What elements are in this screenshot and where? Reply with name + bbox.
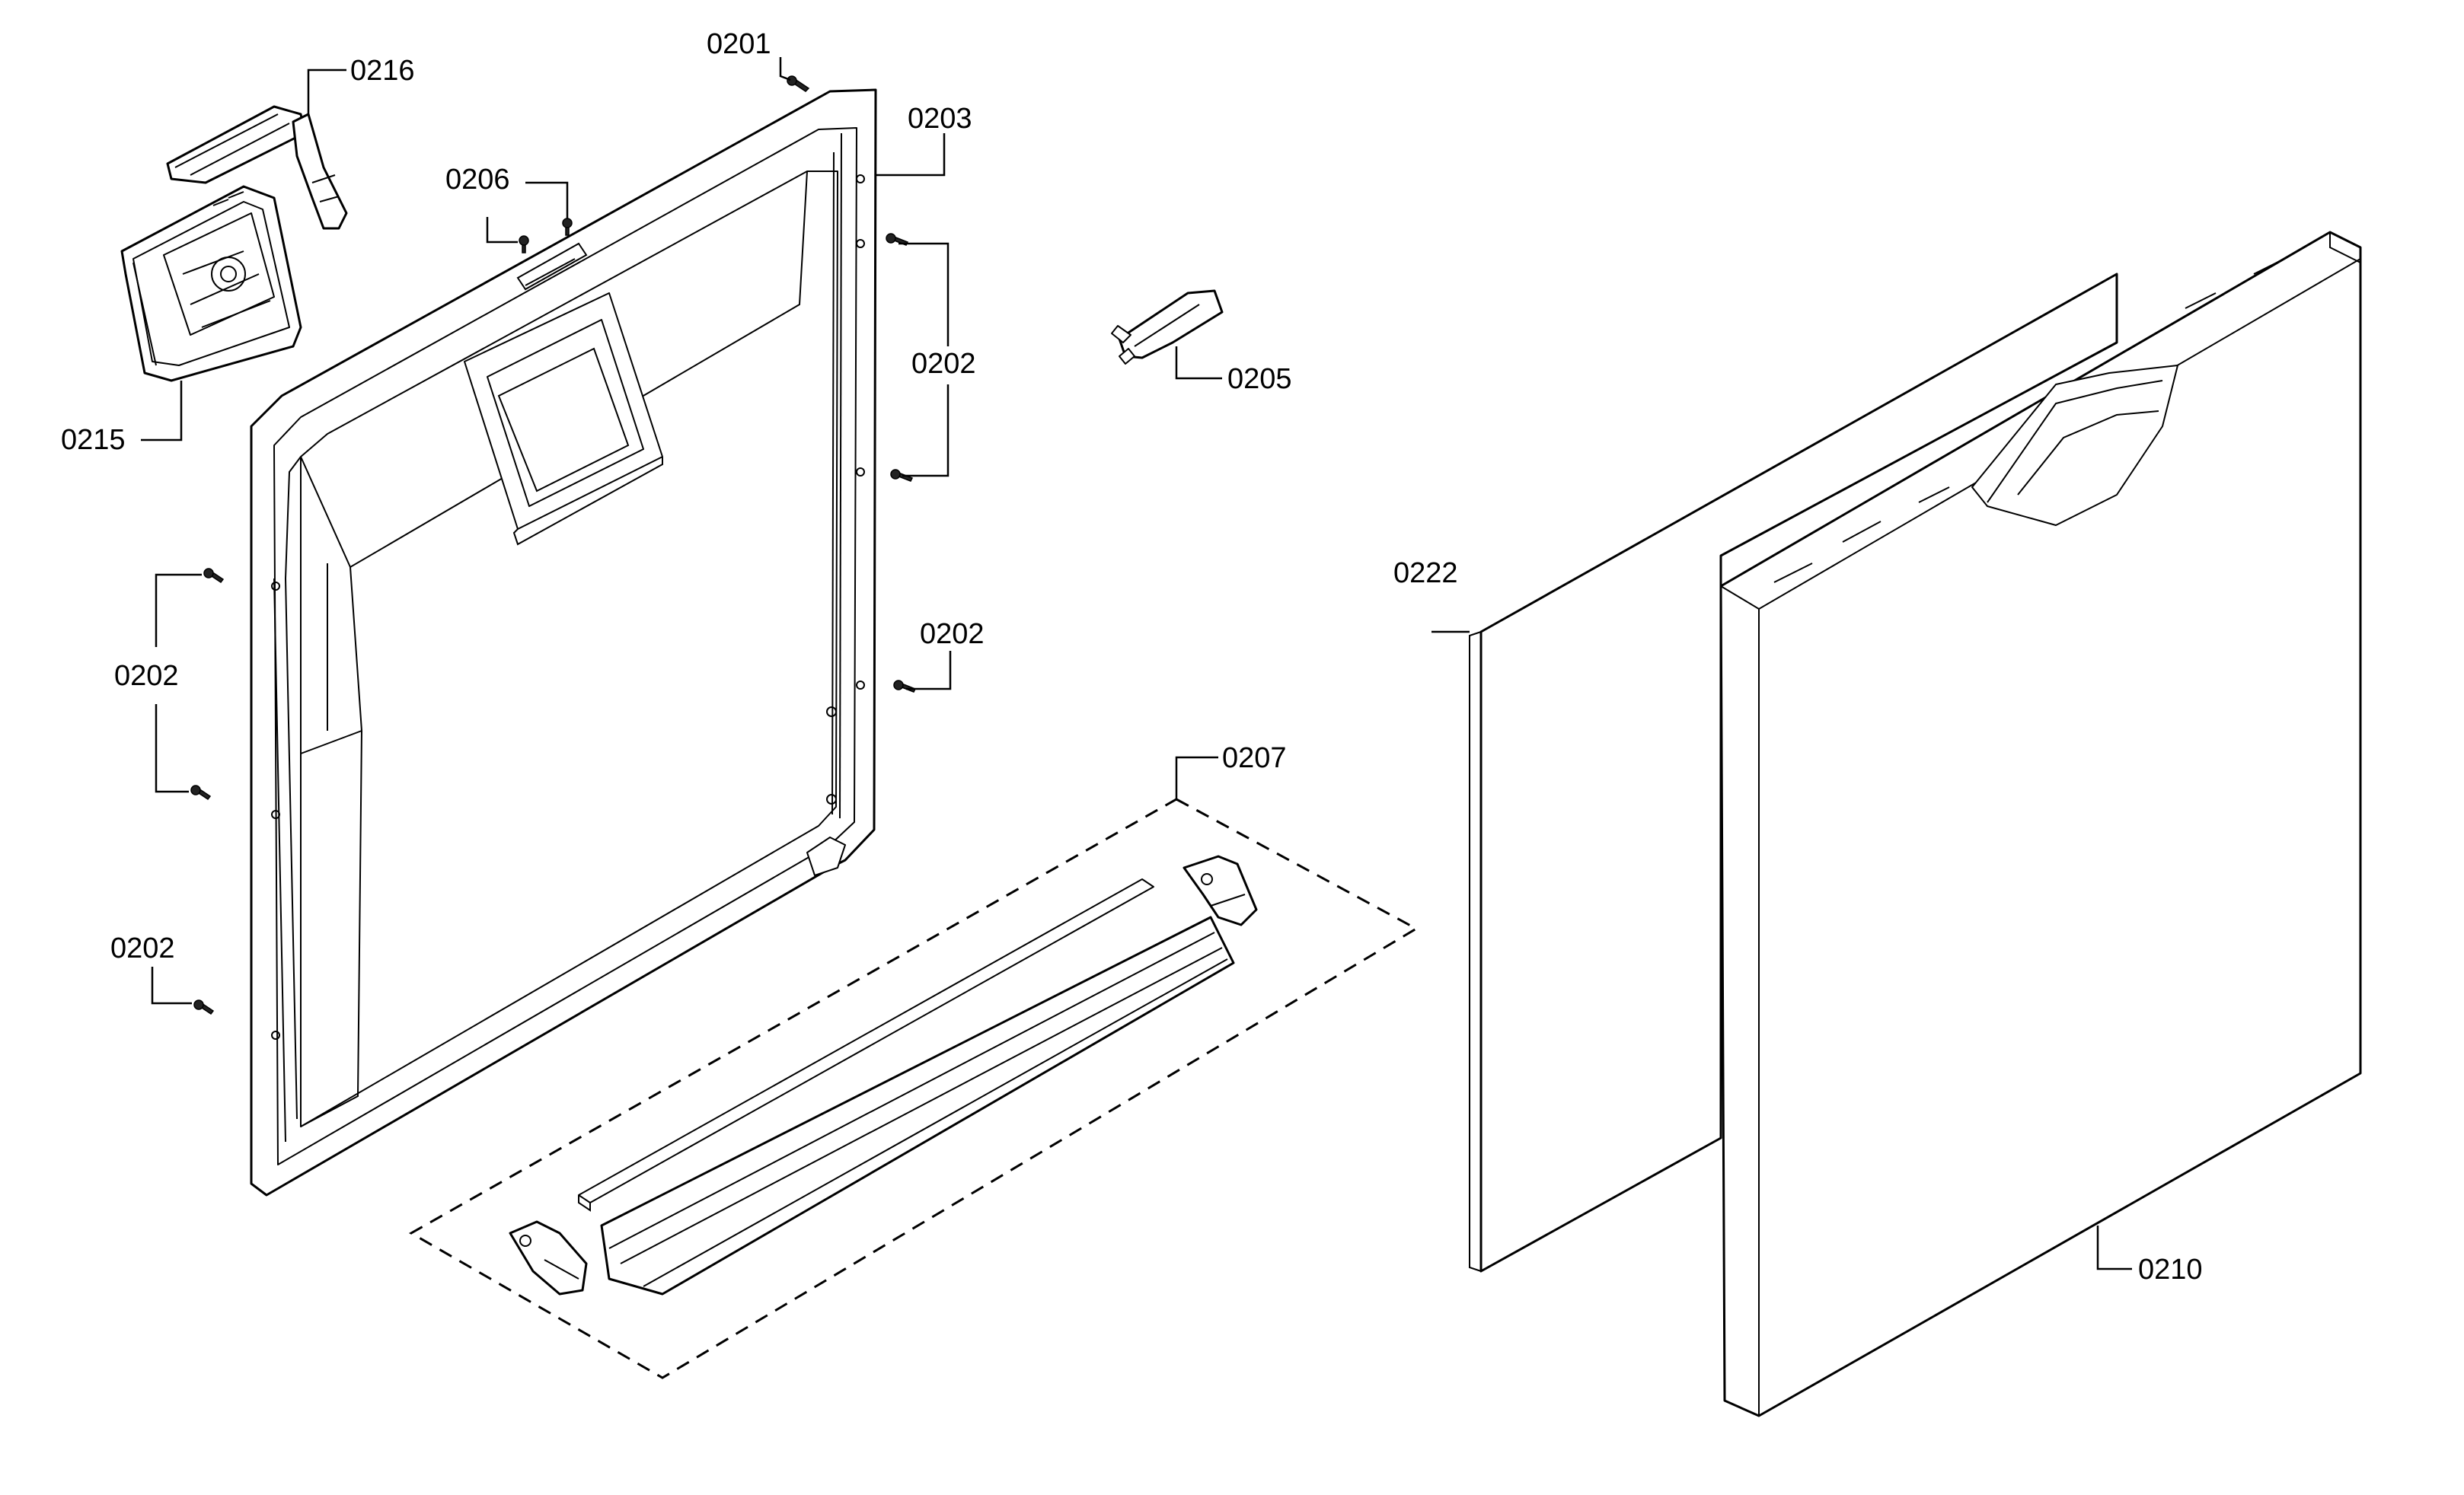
label-0207: 0207 (1222, 742, 1287, 774)
label-0205: 0205 (1227, 363, 1292, 395)
label-0222: 0222 (1393, 557, 1458, 589)
detergent-dispenser (120, 185, 302, 382)
label-0203: 0203 (908, 103, 972, 135)
label-0202-right-top: 0202 (911, 348, 976, 380)
label-0206: 0206 (445, 164, 510, 196)
seal-kit (408, 798, 1419, 1379)
door-latch (1111, 289, 1224, 365)
label-0202-left-single: 0202 (110, 932, 175, 964)
leader-lines (141, 57, 2132, 1270)
door-panel-insert (1469, 273, 2118, 1273)
label-0216: 0216 (350, 55, 415, 87)
label-0201: 0201 (707, 28, 771, 60)
outer-door-panel (1719, 231, 2362, 1417)
label-0210: 0210 (2138, 1254, 2203, 1286)
part-labels: 0201 0216 0203 0206 0202 0205 0215 0222 … (61, 28, 2203, 1286)
label-0202-right-single: 0202 (920, 618, 985, 650)
dispenser-bracket (166, 105, 348, 230)
label-0202-left-pair: 0202 (114, 660, 179, 692)
inner-door-frame (250, 88, 877, 1197)
label-0215: 0215 (61, 424, 126, 456)
